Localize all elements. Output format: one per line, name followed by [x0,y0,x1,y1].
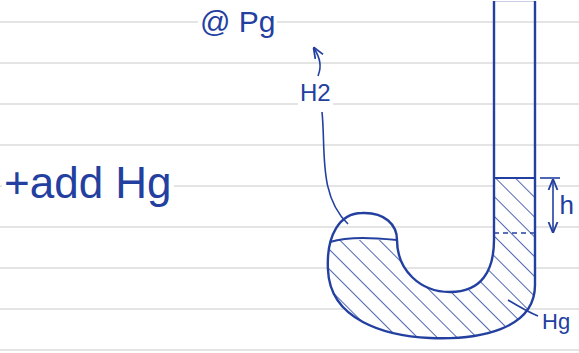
h2-arrow [314,48,320,76]
pressure-note: @ Pg [198,6,277,38]
height-label: h [558,192,576,219]
gas-label: H2 [298,80,333,105]
hg-leader [508,300,538,316]
fluid-label: Hg [540,310,572,333]
hg-surface-right [494,177,535,179]
dimension-arrow [552,180,554,232]
h2-leader [322,112,348,224]
dimension-tick [540,177,560,179]
reference-level [494,232,535,234]
hg-surface-left [330,238,397,242]
instruction-note: +add Hg [2,160,174,206]
j-tube [328,0,535,338]
mercury-fill [300,170,579,353]
